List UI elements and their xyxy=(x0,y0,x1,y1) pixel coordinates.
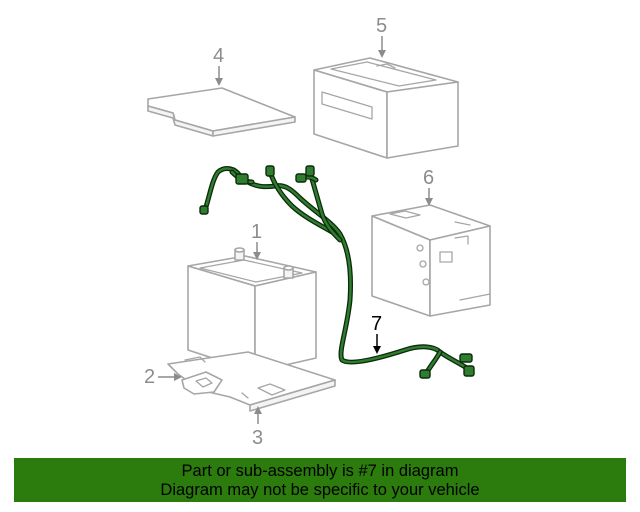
callout-1[interactable]: 1 xyxy=(251,221,262,260)
notice-banner: Part or sub-assembly is #7 in diagram Di… xyxy=(14,458,626,502)
svg-text:6: 6 xyxy=(423,167,434,189)
part-7-battery-harness[interactable] xyxy=(199,165,475,379)
banner-line-disclaimer: Diagram may not be specific to your vehi… xyxy=(160,481,480,499)
part-4-cover-plate[interactable] xyxy=(147,87,296,137)
part-1-battery[interactable] xyxy=(187,247,317,373)
svg-text:2: 2 xyxy=(144,366,155,388)
banner-line-part-number: Part or sub-assembly is #7 in diagram xyxy=(181,462,459,480)
svg-text:3: 3 xyxy=(252,427,263,449)
svg-text:4: 4 xyxy=(213,45,224,67)
callout-7[interactable]: 7 xyxy=(371,313,382,354)
callout-4[interactable]: 4 xyxy=(213,45,224,86)
callout-2[interactable]: 2 xyxy=(144,366,182,388)
svg-text:7: 7 xyxy=(371,313,382,335)
callout-6[interactable]: 6 xyxy=(423,167,434,206)
callout-5[interactable]: 5 xyxy=(376,15,387,58)
parts-diagram: 4 5 6 1 2 3 7 xyxy=(144,15,491,449)
part-5-insulator-box[interactable] xyxy=(313,57,459,159)
callout-3[interactable]: 3 xyxy=(252,406,263,449)
svg-text:5: 5 xyxy=(376,15,387,37)
part-6-battery-holder[interactable] xyxy=(371,204,491,317)
svg-text:1: 1 xyxy=(251,221,262,243)
part-2-hold-down-clamp[interactable] xyxy=(181,371,223,395)
